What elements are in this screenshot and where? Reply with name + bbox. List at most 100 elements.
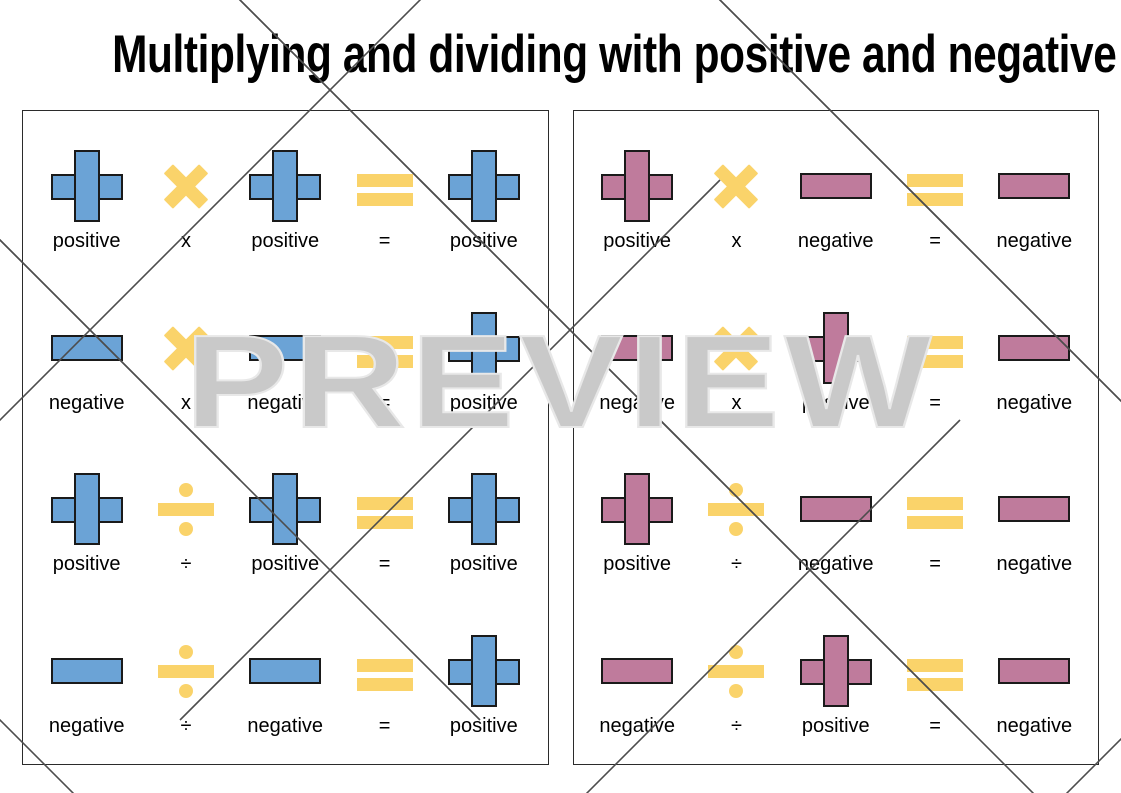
cell-label: negative (599, 715, 675, 738)
glyph-container (906, 144, 964, 228)
equals-icon (356, 480, 414, 538)
glyph-container (447, 144, 520, 228)
rule-row: positive x negative = negative (574, 117, 1099, 279)
rule-cell-operand_b: positive (786, 629, 885, 737)
cell-label: = (378, 229, 391, 252)
equals-icon (906, 157, 964, 215)
cell-label: = (929, 229, 941, 252)
glyph-container (998, 629, 1071, 713)
cell-label: positive (449, 391, 518, 414)
glyph-container (707, 467, 765, 551)
rule-cell-equals: = (335, 306, 434, 414)
cell-label: x (180, 229, 191, 252)
cell-label: negative (48, 715, 125, 738)
rule-cell-operand_b: negative (786, 467, 885, 575)
cell-label: positive (449, 715, 518, 738)
rule-cell-operand_a: negative (588, 306, 687, 414)
rule-cell-equals: = (885, 306, 984, 414)
equals-icon (356, 319, 414, 377)
glyph-container (601, 629, 674, 713)
rule-cell-operand_b: positive (786, 306, 885, 414)
glyph-container (601, 144, 674, 228)
glyph-container (50, 306, 123, 390)
cell-label: negative (996, 715, 1073, 738)
equals-icon (906, 319, 964, 377)
equals-icon (356, 157, 414, 215)
rule-cell-operand_b: positive (236, 144, 335, 252)
minus-sign-icon (799, 150, 872, 222)
glyph-container (707, 306, 765, 390)
plus-sign-icon (601, 473, 674, 546)
cell-label: positive (603, 229, 672, 252)
rule-cell-result: negative (985, 144, 1084, 252)
rule-cell-operand_b: negative (236, 306, 335, 414)
glyph-container (601, 467, 674, 551)
rule-cell-operand_a: negative (37, 306, 136, 414)
minus-sign-icon (998, 312, 1071, 384)
glyph-container (50, 629, 123, 713)
glyph-container (998, 467, 1071, 551)
cell-label: x (180, 391, 191, 414)
plus-sign-icon (50, 149, 123, 222)
multiply-icon (707, 319, 765, 377)
rule-row: negative x positive = negative (574, 279, 1099, 441)
divide-icon (707, 480, 765, 538)
minus-sign-icon (998, 473, 1071, 545)
glyph-container (601, 306, 674, 390)
cell-label: positive (603, 553, 672, 576)
cell-label: negative (996, 229, 1073, 252)
cell-label: negative (996, 391, 1073, 414)
rule-cell-operator: ÷ (687, 629, 786, 737)
divide-icon (707, 642, 765, 700)
cell-label: = (378, 391, 391, 414)
cell-label: negative (599, 391, 675, 414)
rule-cell-operand_b: negative (236, 629, 335, 737)
plus-sign-icon (447, 635, 520, 708)
rule-cell-result: negative (985, 306, 1084, 414)
cell-label: positive (449, 229, 518, 252)
page-title: Multiplying and dividing with positive a… (112, 25, 1121, 84)
plus-sign-icon (799, 311, 872, 384)
rule-cell-equals: = (335, 144, 434, 252)
rule-cell-equals: = (335, 629, 434, 737)
minus-sign-icon (998, 635, 1071, 707)
plus-sign-icon (447, 473, 520, 546)
multiply-icon (157, 157, 215, 215)
glyph-container (906, 467, 964, 551)
glyph-container (799, 144, 872, 228)
glyph-container (447, 306, 520, 390)
rule-cell-operand_a: positive (37, 144, 136, 252)
cell-label: negative (797, 229, 874, 252)
rule-cell-operator: ÷ (136, 467, 235, 575)
glyph-container (707, 144, 765, 228)
rule-cell-operand_a: negative (37, 629, 136, 737)
glyph-container (906, 629, 964, 713)
cell-label: positive (801, 715, 870, 738)
cell-label: ÷ (730, 553, 742, 576)
glyph-container (447, 629, 520, 713)
cell-label: x (731, 229, 742, 252)
divide-icon (157, 642, 215, 700)
glyph-container (249, 306, 322, 390)
cell-label: = (929, 391, 941, 414)
cell-label: positive (251, 229, 320, 252)
glyph-container (799, 629, 872, 713)
rule-cell-result: positive (434, 629, 533, 737)
cell-label: x (731, 391, 742, 414)
rule-cell-operand_a: negative (588, 629, 687, 737)
cell-label: negative (247, 715, 324, 738)
cell-label: positive (52, 229, 121, 252)
rule-cell-operand_a: positive (588, 144, 687, 252)
plus-sign-icon (249, 149, 322, 222)
cell-label: ÷ (180, 715, 192, 738)
cell-label: positive (52, 553, 121, 576)
rule-cell-result: negative (985, 629, 1084, 737)
left-panel: positive x positive = positive negative x negat… (22, 110, 549, 765)
rule-cell-operator: x (136, 144, 235, 252)
glyph-container (50, 144, 123, 228)
rule-row: negative ÷ negative = positive (23, 602, 548, 764)
divide-icon (157, 480, 215, 538)
rule-row: negative÷positive=negative (574, 602, 1099, 764)
